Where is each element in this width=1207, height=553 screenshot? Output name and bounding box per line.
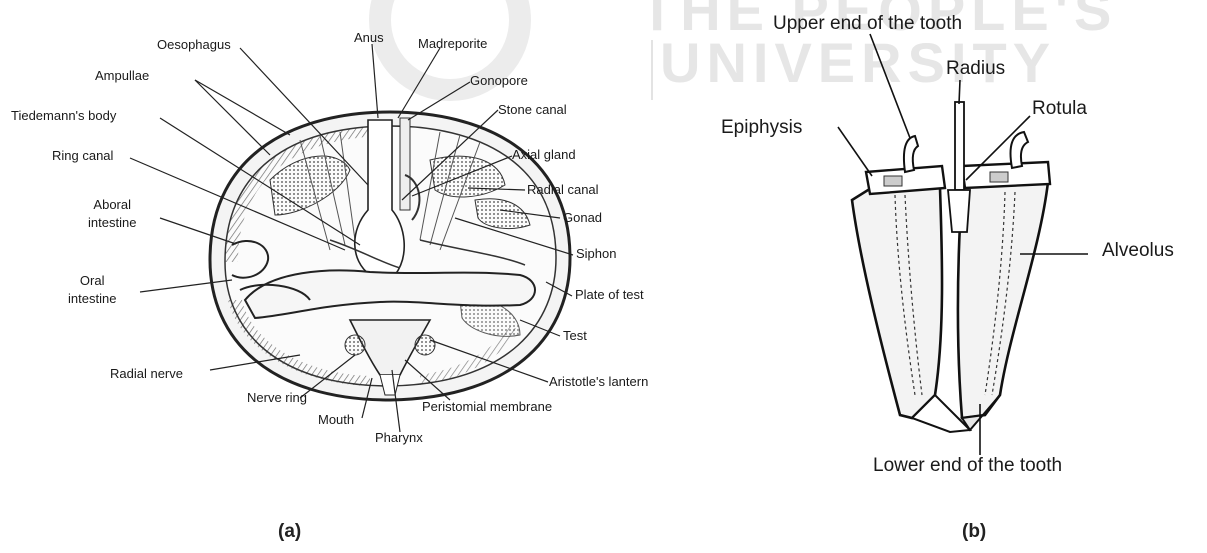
label-radius: Radius — [946, 58, 1005, 80]
label-lower-end-of-tooth: Lower end of the tooth — [873, 455, 1062, 477]
label-alveolus: Alveolus — [1102, 240, 1174, 262]
label-epiphysis: Epiphysis — [721, 117, 802, 139]
label-upper-end-of-tooth: Upper end of the tooth — [773, 13, 962, 35]
label-rotula: Rotula — [1032, 98, 1087, 120]
caption-b: (b) — [962, 521, 986, 543]
